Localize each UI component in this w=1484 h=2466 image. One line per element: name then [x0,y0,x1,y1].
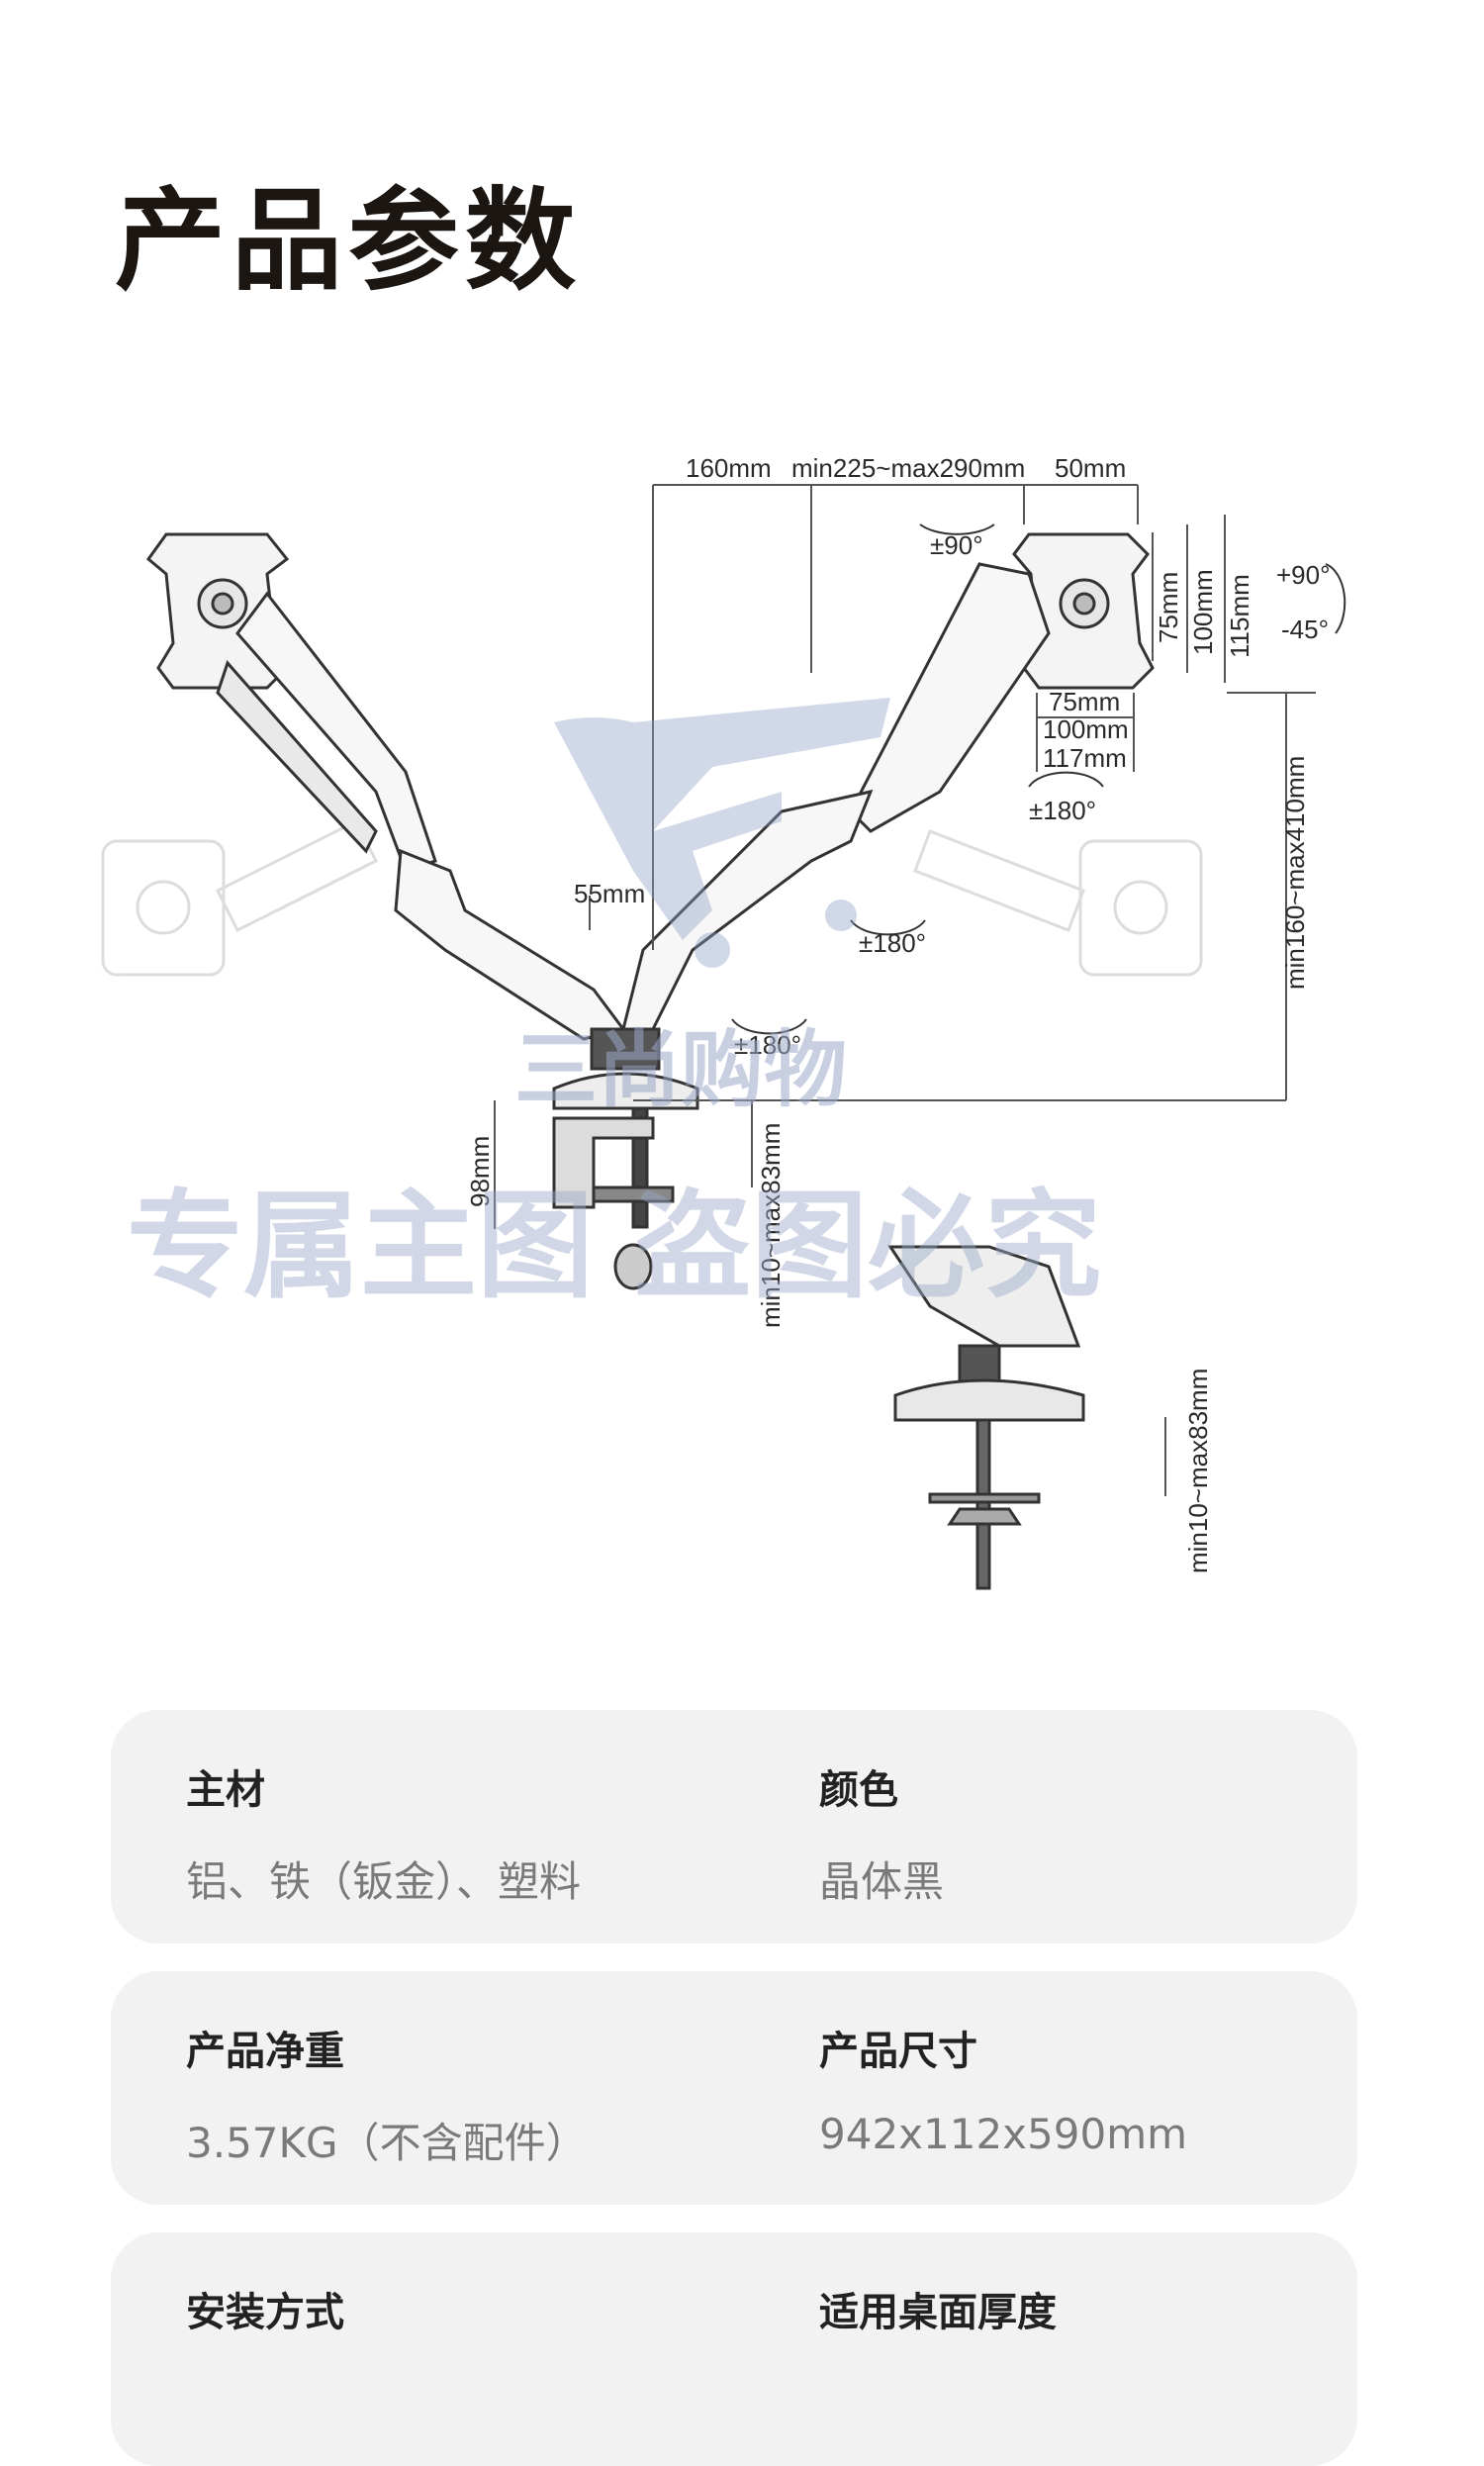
dim-vesa-75-h: 75mm [1049,687,1120,716]
watermark-notice: 专属主图 盗图必究 [127,1178,1101,1314]
spec-label: 颜色 [819,1767,898,1813]
right-arm [621,562,1051,1031]
dim-base-98: 98mm [465,1136,495,1207]
dim-vesa-75-v: 75mm [1154,572,1183,643]
spec-value: 晶体黑 [819,1857,945,1906]
dim-vesa-117-h: 117mm [1043,743,1127,773]
dim-top-160: 160mm [686,453,772,483]
watermark-brand: 三尚购物 [514,1021,847,1118]
dim-tilt-down: -45° [1281,615,1329,644]
spec-label: 产品净重 [186,2029,344,2074]
dim-clamp-range-a: min10~max83mm [756,1123,786,1328]
dimension-lines [494,484,1316,1496]
left-arm [216,591,626,1041]
dim-swivel-180-c: ±180° [734,1030,801,1060]
spec-card-install-thickness: 安装方式 适用桌面厚度 [111,2232,1357,2466]
spec-card-material-color: 主材 铝、铁（钣金）、塑料 颜色 晶体黑 [111,1710,1357,1944]
spec-value: 942x112x590mm [819,2110,1188,2158]
ghost-right-mount [913,829,1203,977]
spec-label: 安装方式 [186,2290,344,2335]
dim-gap-55: 55mm [574,879,645,908]
rotation-arrows [731,523,1346,1035]
dim-tilt-up: +90° [1276,560,1331,590]
dim-clamp-range-b: min10~max83mm [1183,1369,1213,1573]
dim-top-reach: min225~max290mm [791,453,1025,483]
dim-vesa-100-h: 100mm [1043,714,1129,744]
spec-label: 产品尺寸 [819,2029,977,2074]
spec-value: 铝、铁（钣金）、塑料 [186,1857,582,1906]
spec-value: 3.57KG（不含配件） [186,2119,588,2167]
dim-swivel-180-a: ±180° [1029,796,1096,825]
dim-vesa-100-v: 100mm [1188,569,1218,655]
page-title: 产品参数 [115,177,582,306]
product-dimension-diagram: 160mm min225~max290mm 50mm ±90° +90° -45… [0,396,1484,1643]
spec-card-weight-size: 产品净重 3.57KG（不含配件） 产品尺寸 942x112x590mm [111,1971,1357,2205]
dim-rotate-90: ±90° [930,530,983,560]
dim-height-range: min160~max410mm [1280,756,1310,990]
right-vesa-plate [1012,532,1155,690]
dim-swivel-180-b: ±180° [859,928,926,958]
grommet-mount-detail [887,1245,1085,1590]
spec-label: 适用桌面厚度 [819,2290,1057,2335]
ghost-left-mount [101,818,379,977]
spec-label: 主材 [186,1767,265,1813]
dim-top-50: 50mm [1055,453,1126,483]
dim-vesa-115-v: 115mm [1225,574,1254,658]
watermark-logo [554,698,890,968]
